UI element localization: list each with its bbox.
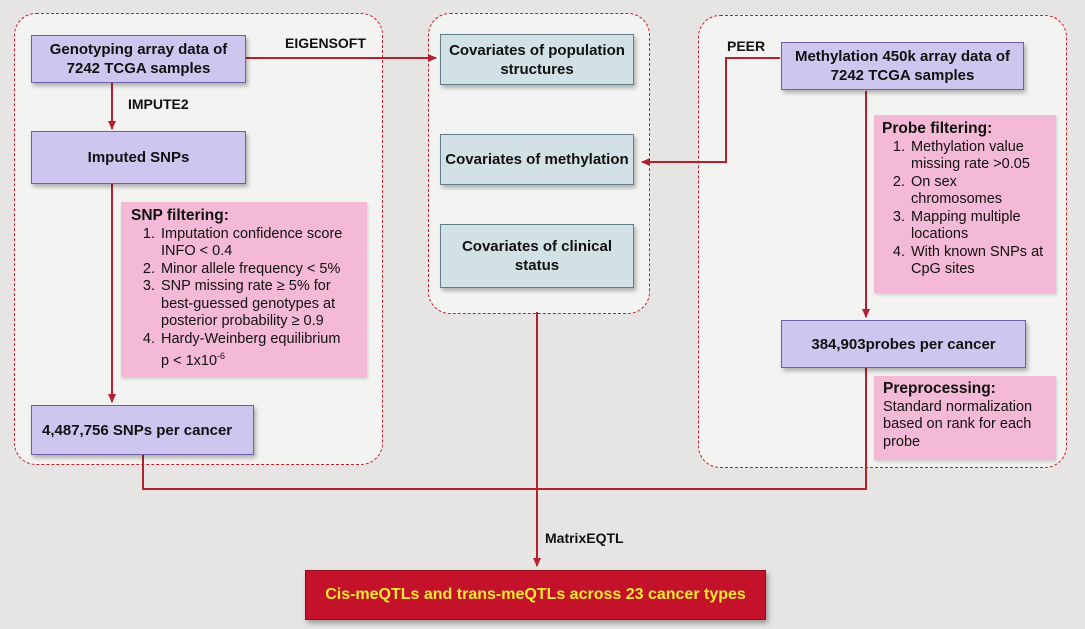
result-banner: Cis-meQTLs and trans-meQTLs across 23 ca…: [305, 570, 766, 620]
population-structure-covariates-box: Covariates of population structures: [440, 34, 634, 85]
arrow-peer: [641, 57, 780, 166]
probe-filtering-title: Probe filtering:: [882, 120, 993, 137]
genotyping-data-box: Genotyping array data of 7242 TCGA sampl…: [31, 35, 246, 83]
impute2-label: IMPUTE2: [128, 96, 189, 112]
snp-filter-item: Imputation confidence score INFO < 0.4: [159, 226, 357, 261]
eigensoft-label: EIGENSOFT: [285, 35, 366, 51]
preprocessing-text: Standard normalization based on rank for…: [883, 398, 1033, 450]
probe-filtering-note: Probe filtering: Methylation value missi…: [874, 115, 1056, 293]
matrixeqtl-label: MatrixEQTL: [545, 530, 624, 546]
preprocessing-note: Preprocessing: Standard normalization ba…: [874, 376, 1056, 460]
snps-per-cancer-box: 4,487,756 SNPs per cancer: [31, 405, 254, 455]
methylation-covariates-box: Covariates of methylation: [440, 134, 634, 185]
probe-filter-item: Methylation value missing rate >0.05: [909, 139, 1048, 174]
merge-line: [142, 368, 867, 490]
probe-filtering-list: Methylation value missing rate >0.05 On …: [882, 139, 1048, 279]
probe-filter-item: Mapping multiple locations: [909, 209, 1048, 244]
probe-filter-item: With known SNPs at CpG sites: [909, 244, 1048, 279]
snp-filtering-title: SNP filtering:: [131, 207, 229, 224]
methylation-array-data-box: Methylation 450k array data of 7242 TCGA…: [781, 42, 1024, 90]
snp-filter-item: Hardy-Weinberg equilibrium p < 1x10-6: [159, 331, 357, 371]
probe-filter-item: On sex chromosomes: [909, 174, 1048, 209]
clinical-status-covariates-box: Covariates of clinical status: [440, 224, 634, 288]
hwe-label: Hardy-Weinberg equilibrium: [161, 330, 341, 347]
snp-filter-item: SNP missing rate ≥ 5% for best-guessed g…: [159, 278, 357, 331]
hwe-value: p < 1x10: [161, 352, 218, 369]
preprocessing-title: Preprocessing:: [883, 380, 996, 397]
snp-filtering-note: SNP filtering: Imputation confidence sco…: [121, 202, 367, 377]
probes-per-cancer-box: 384,903probes per cancer: [781, 320, 1026, 368]
hwe-exponent: -6: [217, 351, 226, 361]
snp-filtering-list: Imputation confidence score INFO < 0.4 M…: [131, 226, 357, 371]
peer-label: PEER: [727, 38, 766, 54]
imputed-snps-box: Imputed SNPs: [31, 131, 246, 184]
snp-filter-item: Minor allele frequency < 5%: [159, 261, 357, 279]
